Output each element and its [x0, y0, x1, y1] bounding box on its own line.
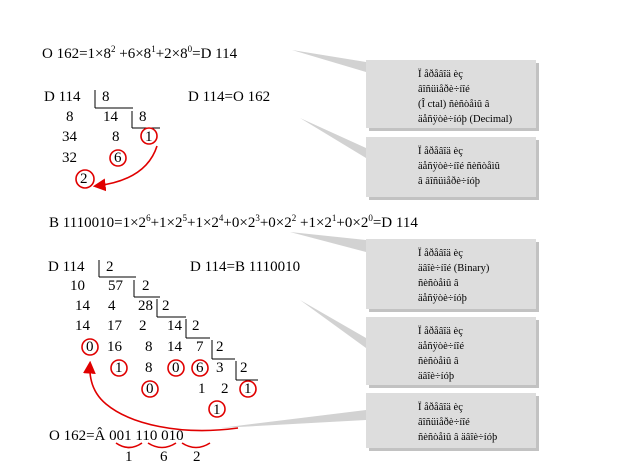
remainder-circle	[208, 400, 226, 418]
division2-cell: 1	[115, 360, 123, 376]
division2-cell: 2	[221, 381, 229, 397]
division2-cell: 2	[216, 339, 224, 355]
read-direction-arrow	[92, 145, 158, 192]
division2-divisor: 2	[106, 259, 114, 275]
division2-cell: 14	[75, 298, 90, 314]
remainder-circle	[140, 127, 158, 145]
remainder-circle	[239, 380, 257, 398]
division2-cell: 0	[172, 360, 180, 376]
triad-digit: 6	[160, 449, 168, 465]
division2-cell: 8	[145, 360, 153, 376]
division2-cell: 17	[107, 318, 122, 334]
division2-cell: 4	[108, 298, 116, 314]
callout-text: Ï åðåâîä èç äåñÿòè÷íîé ñèñòåìû â äâîè÷íó…	[418, 326, 464, 382]
remainder-circle	[110, 359, 128, 377]
callout-octal-to-binary: Ï åðåâîä èç âîñüìåðè÷íîé ñèñòåìû â äâîè÷…	[366, 393, 536, 448]
callout-octal-to-decimal: Ï åðåâîä èç âîñüìåðè÷íîé (Î ctal) ñèñòåì…	[366, 60, 536, 128]
division2-cell: 0	[146, 381, 154, 397]
division2-cell: 2	[240, 360, 248, 376]
callout-text: Ï åðåâîä èç äâîè÷íîé (Binary) ñèñòåìû â …	[418, 248, 490, 304]
division2-cell: 10	[70, 278, 85, 294]
division2-cell: 14	[167, 318, 182, 334]
division2-cell: 2	[142, 278, 150, 294]
read-direction-arrow	[83, 360, 239, 432]
division2-cell: 0	[86, 339, 94, 355]
division2-cell: 6	[196, 360, 204, 376]
callout-binary-to-decimal: Ï åðåâîä èç äâîè÷íîé (Binary) ñèñòåìû â …	[366, 239, 536, 309]
division2-cell: 2	[192, 318, 200, 334]
callout-pointers	[220, 50, 366, 428]
callout-text: Ï åðåâîä èç âîñüìåðè÷íîé (Î ctal) ñèñòåì…	[418, 69, 513, 125]
octal-to-decimal-formula: O 162=1×82 +6×81+2×80=D 114	[42, 44, 238, 63]
remainder-circle	[141, 380, 159, 398]
division1-cell: 34	[62, 129, 77, 145]
division1-cell: 8	[66, 109, 74, 125]
division2-cell: 1	[213, 402, 221, 418]
division1-cell: 8	[139, 109, 147, 125]
octal-to-binary-line: O 162=Â 001 110 010	[49, 428, 184, 444]
division1-dividend: D 114	[44, 89, 81, 105]
triad-digit: 1	[125, 449, 133, 465]
division2-result: D 114=B 1110010	[190, 259, 301, 275]
division1-divisor: 8	[102, 89, 110, 105]
division2-cell: 1	[198, 381, 206, 397]
division1-cell: 32	[62, 150, 77, 166]
remainder-circle	[167, 359, 185, 377]
division2-dividend: D 114	[48, 259, 85, 275]
remainder-circle	[75, 169, 95, 189]
division2-cell: 1	[244, 381, 252, 397]
division2-cell: 14	[75, 318, 90, 334]
division1-result: D 114=O 162	[188, 89, 271, 105]
division2-cell: 16	[107, 339, 122, 355]
division2-cell: 28	[138, 298, 153, 314]
callout-decimal-to-octal: Ï åðåâîä èç äåñÿòè÷íîé ñèñòåìû â âîñüìåð…	[366, 137, 536, 197]
remainder-circle	[191, 359, 209, 377]
triad-arc	[147, 442, 177, 449]
triad-arc	[115, 442, 143, 449]
callout-decimal-to-binary: Ï åðåâîä èç äåñÿòè÷íîé ñèñòåìû â äâîè÷íó…	[366, 317, 536, 385]
division2-cell: 2	[139, 318, 147, 334]
division2-cell: 3	[216, 360, 224, 376]
remainder-circle	[81, 338, 99, 356]
division1-cell: 6	[114, 150, 122, 166]
remainder-circle	[109, 149, 127, 167]
division1-cell: 1	[145, 129, 153, 145]
division2-cell: 57	[108, 278, 123, 294]
division2-cell: 14	[167, 339, 182, 355]
division2-cell: 2	[162, 298, 170, 314]
triad-digit: 2	[193, 449, 201, 465]
division1-cell: 2	[80, 171, 88, 187]
triad-arc	[181, 442, 211, 449]
callout-text: Ï åðåâîä èç âîñüìåðè÷íîé ñèñòåìû â äâîè÷…	[418, 402, 498, 443]
callout-text: Ï åðåâîä èç äåñÿòè÷íîé ñèñòåìû â âîñüìåð…	[418, 146, 500, 187]
binary-to-decimal-formula: B 1110010=1×26+1×25+1×24+0×23+0×22 +1×21…	[49, 213, 418, 232]
division2-cell: 7	[196, 339, 204, 355]
division1-cell: 8	[112, 129, 120, 145]
division2-cell: 8	[145, 339, 153, 355]
division1-cell: 14	[103, 109, 118, 125]
